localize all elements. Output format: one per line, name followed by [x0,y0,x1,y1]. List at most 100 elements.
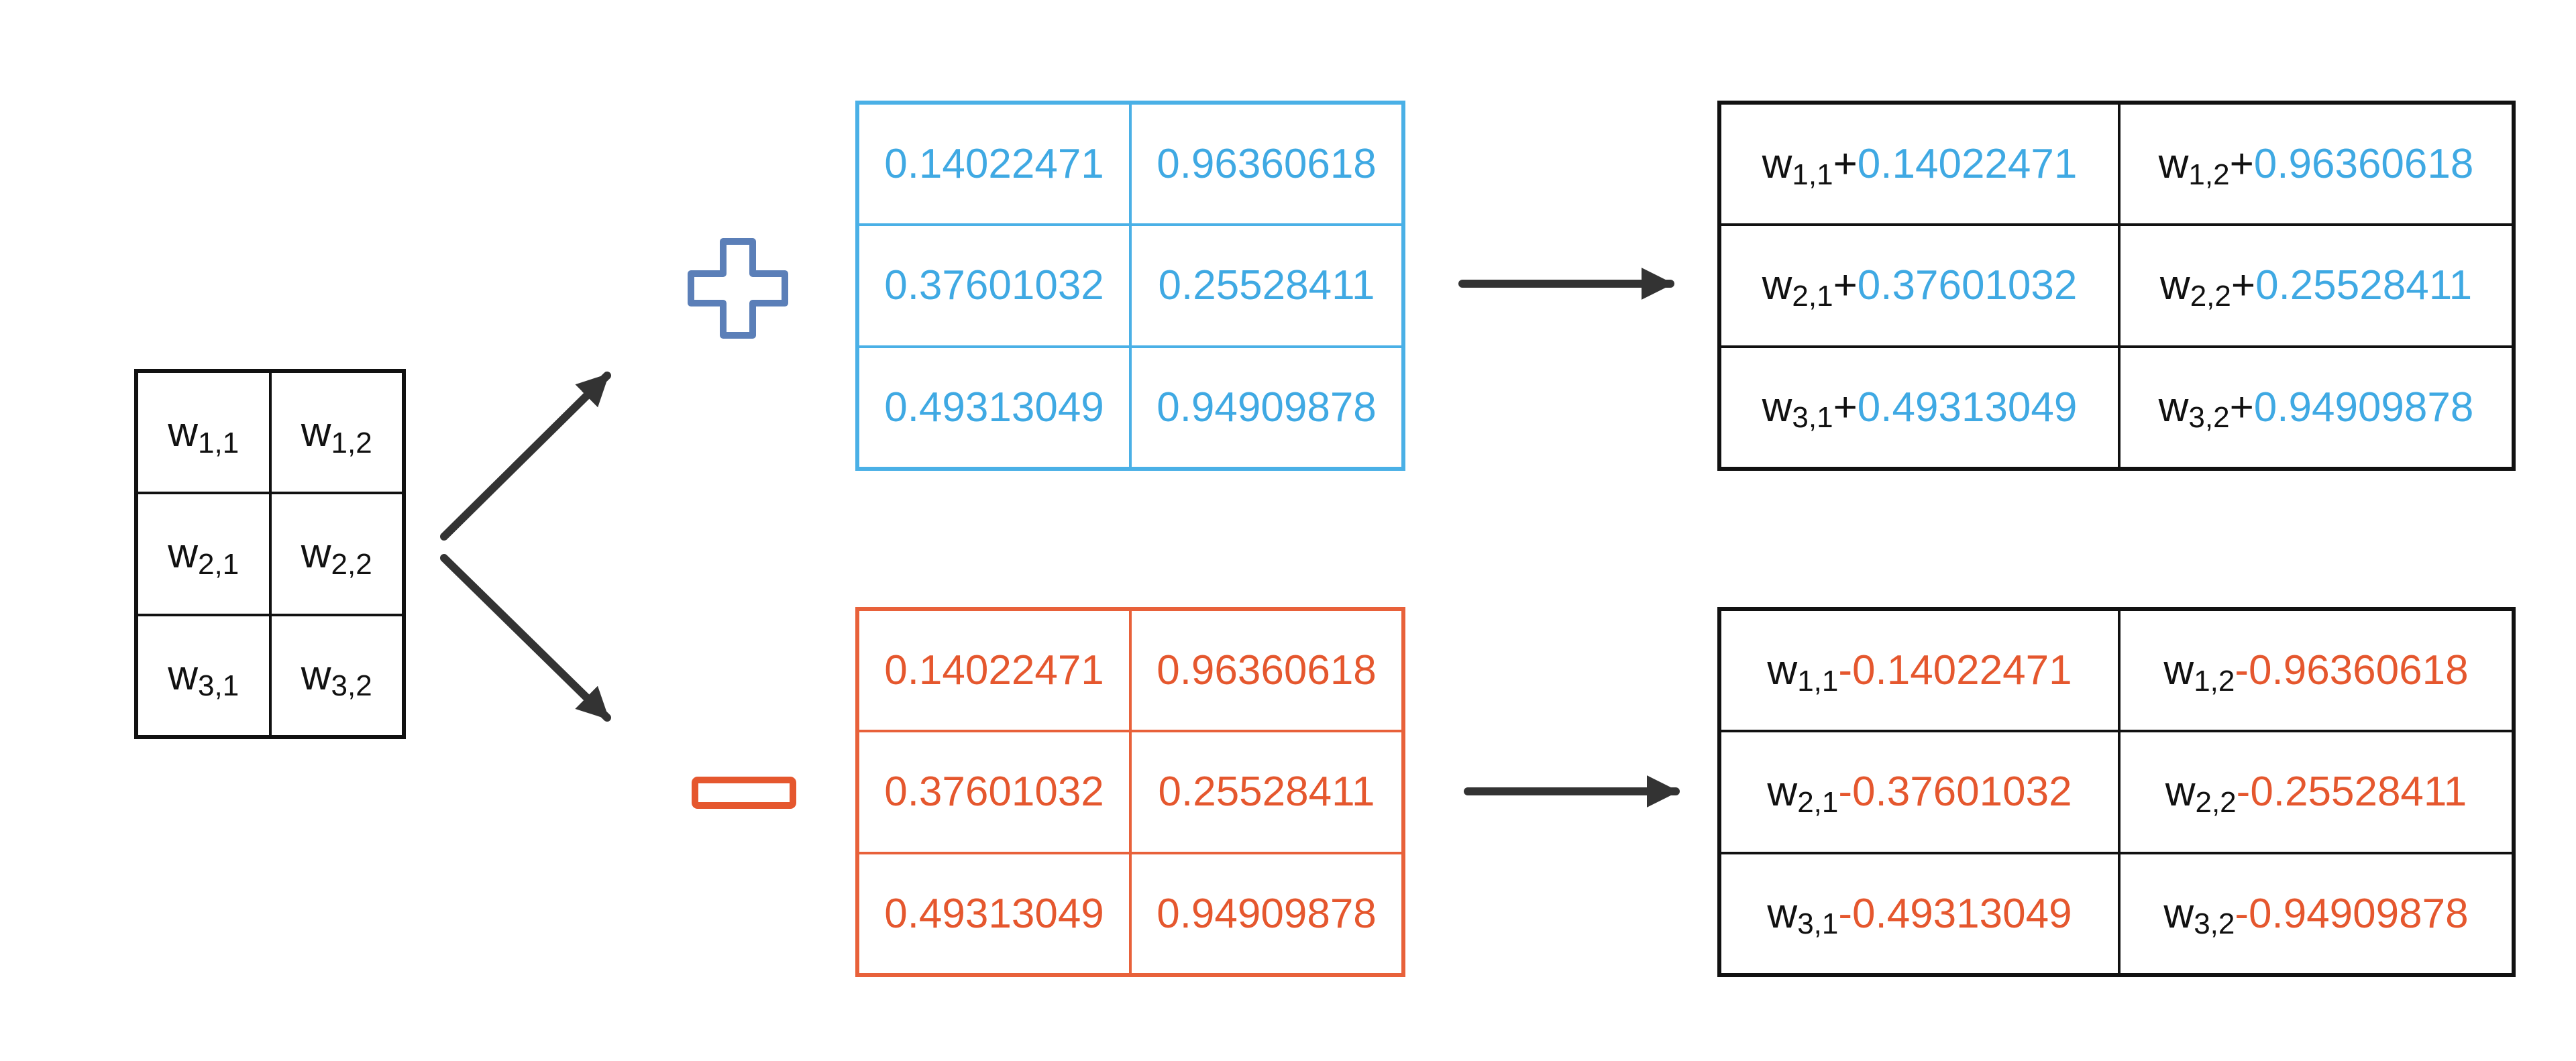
weight-symbol: w [2159,262,2190,309]
minus-operator: - [1838,890,1853,937]
weight-symbol: w [301,652,331,699]
noise-cell: 0.37601032 [858,225,1130,347]
noise-cell: 0.25528411 [1130,731,1403,853]
plus-operator: + [2229,384,2254,431]
noise-value: 0.49313049 [1852,890,2072,937]
weight-subscript: 3,2 [2188,401,2230,435]
noise-cell: 0.49313049 [858,346,1130,468]
noise-value: 0.25528411 [2250,769,2467,816]
weight-symbol: w [2158,141,2189,188]
noise-value: 0.96360618 [2253,141,2474,188]
weight-symbol: w [168,530,199,577]
minus-operator: - [2236,769,2251,816]
minus-sign-icon [692,777,796,809]
weight-symbol: w [1767,647,1798,694]
weight-subscript: 3,2 [331,669,372,703]
weight-subscript: 2,1 [1792,279,1833,313]
weight-symbol: w [2163,647,2194,694]
branch-arrow-up-icon [440,372,611,541]
minus-operator: - [1838,647,1853,694]
noise-value: 0.37601032 [1852,769,2072,816]
weight-subscript: 3,1 [1792,401,1833,435]
weight-symbol: w [168,409,199,456]
plus-operator: + [1833,141,1858,188]
plus-operator: + [1833,262,1858,309]
weight-subscript: 1,2 [2188,158,2230,191]
branch-arrow-down-icon [440,554,611,722]
weight-subscript: 1,2 [331,426,372,459]
noise-value: 0.96360618 [2249,647,2469,694]
noise-cell: 0.49313049 [858,852,1130,974]
noise-cell: 0.96360618 [1130,610,1403,732]
weight-subscript: 2,2 [331,547,372,581]
plus-operator: + [2231,262,2256,309]
weight-subscript: 3,1 [198,669,239,703]
noise-value: 0.94909878 [2249,890,2469,937]
weight-subscript: 2,2 [2195,785,2237,819]
weight-subscript: 2,1 [198,547,239,581]
noise-cell: 0.25528411 [1130,225,1403,347]
minus-operator: - [2235,647,2249,694]
noise-value: 0.14022471 [1852,647,2072,694]
weight-symbol: w [1762,262,1792,309]
noise-cell: 0.94909878 [1130,346,1403,468]
plus-operator: + [2229,141,2254,188]
weight-subscript: 1,1 [1797,664,1839,697]
weight-subscript: 2,2 [2190,279,2231,313]
noise-value: 0.14022471 [1857,141,2078,188]
minus-operator: - [1838,769,1853,816]
weight-subscript: 1,1 [198,426,239,459]
weight-symbol: w [1767,890,1798,937]
weight-symbol: w [301,409,331,456]
weight-symbol: w [2165,769,2196,816]
weight-symbol: w [2158,384,2189,431]
weight-subscript: 3,2 [2194,907,2235,941]
weight-symbol: w [1762,141,1792,188]
noise-cell: 0.94909878 [1130,852,1403,974]
plus-sign-icon [688,238,788,339]
noise-value: 0.49313049 [1857,384,2078,431]
weight-symbol: w [1762,384,1792,431]
weight-symbol: w [168,652,199,699]
noise-matrix-minus: 0.14022471 0.96360618 0.37601032 0.25528… [855,607,1405,977]
noise-value: 0.37601032 [1857,262,2078,309]
noise-value: 0.94909878 [2253,384,2474,431]
weight-subscript: 1,1 [1792,158,1833,191]
noise-cell: 0.14022471 [858,103,1130,225]
noise-cell: 0.14022471 [858,610,1130,732]
weight-symbol: w [2163,890,2194,937]
noise-cell: 0.96360618 [1130,103,1403,225]
noise-value: 0.25528411 [2255,262,2473,309]
plus-operator: + [1833,384,1858,431]
noise-matrix-plus: 0.14022471 0.96360618 0.37601032 0.25528… [855,101,1405,471]
noise-cell: 0.37601032 [858,731,1130,853]
weight-subscript: 2,1 [1797,785,1839,819]
weight-symbol: w [1767,769,1798,816]
weight-symbol: w [301,530,331,577]
weight-subscript: 3,1 [1797,907,1839,941]
weight-subscript: 1,2 [2194,664,2235,697]
